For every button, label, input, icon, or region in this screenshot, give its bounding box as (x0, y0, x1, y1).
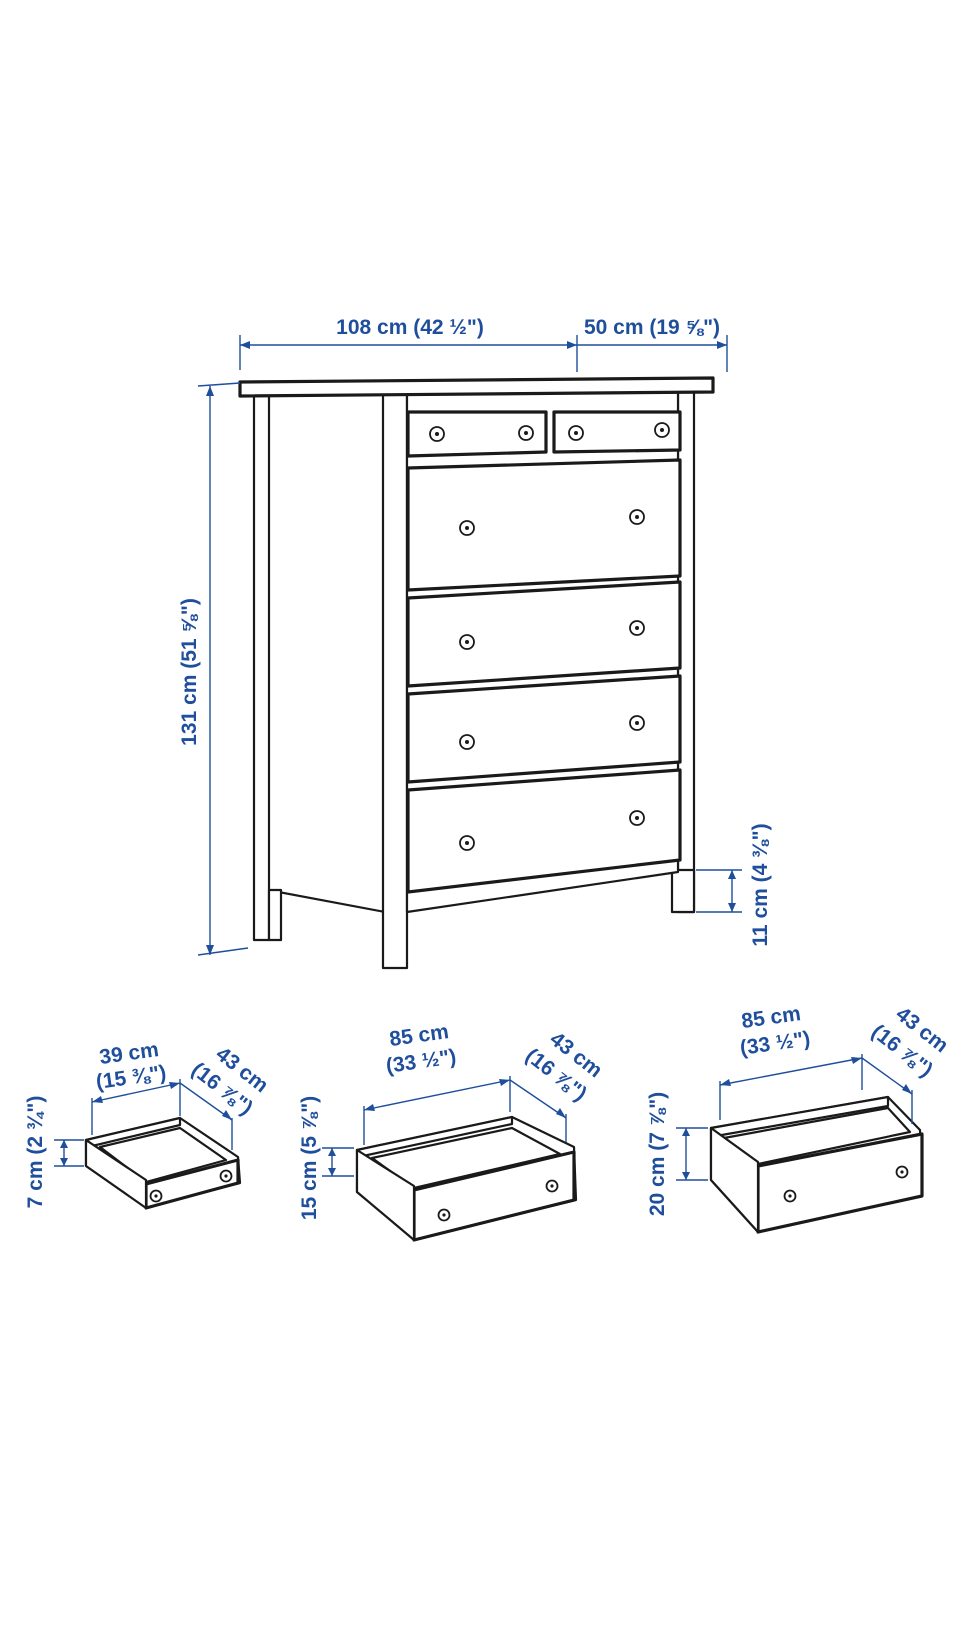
width-dimension: 108 cm (42 ½") (239, 316, 577, 370)
medium-height-label: 15 cm (5 ⅞") (298, 1096, 321, 1220)
large-height-label: 20 cm (7 ⅞") (646, 1092, 669, 1216)
width-label: 108 cm (42 ½") (336, 316, 484, 339)
depth-label: 50 cm (19 ⅝") (584, 316, 720, 339)
dresser-illustration (238, 376, 715, 970)
depth-dimension: 50 cm (19 ⅝") (576, 316, 728, 372)
small-drawer-illustration (84, 1116, 242, 1210)
large-width-cm: 85 cm (740, 1002, 802, 1033)
floor-clearance-dimension: 11 cm (4 ⅜") (696, 823, 772, 947)
medium-drawer-illustration (355, 1115, 578, 1242)
top-small-drawers (406, 410, 682, 458)
height-dimension: 131 cm (51 ⅝") (178, 382, 249, 956)
floor-clearance-label: 11 cm (4 ⅜") (749, 823, 772, 946)
large-drawers (406, 458, 682, 894)
height-label: 131 cm (51 ⅝") (178, 598, 201, 746)
small-height-label: 7 cm (2 ¾") (24, 1096, 47, 1209)
large-drawer-illustration (709, 1095, 924, 1234)
